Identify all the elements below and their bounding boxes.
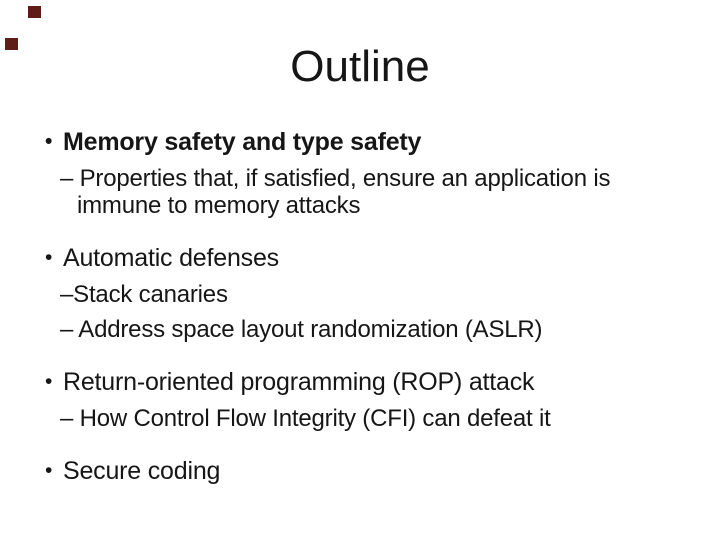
bullet-label: Secure coding: [63, 457, 221, 485]
sub-bullet-cfi: – How Control Flow Integrity (CFI) can d…: [43, 405, 694, 432]
bullet-group-automatic-defenses: • Automatic defenses –Stack canaries – A…: [43, 244, 694, 343]
bullet-label: Memory safety and type safety: [63, 128, 422, 156]
corner-accent-square-top: [28, 6, 41, 18]
bullet-icon: •: [45, 246, 53, 269]
sub-bullet-line: immune to memory attacks: [77, 192, 361, 219]
corner-accent-square-left: [5, 38, 18, 50]
sub-bullet-line: –Stack canaries: [60, 281, 228, 308]
sub-bullet-line: – How Control Flow Integrity (CFI) can d…: [60, 405, 551, 432]
slide-title: Outline: [290, 42, 430, 91]
bullet-icon: •: [45, 130, 53, 153]
sub-bullet-stack-canaries: –Stack canaries: [43, 281, 694, 308]
bullet-group-secure-coding: • Secure coding: [43, 457, 694, 485]
bullet-group-memory-safety: • Memory safety and type safety – Proper…: [43, 128, 694, 219]
bullet-group-rop-attack: • Return-oriented programming (ROP) atta…: [43, 368, 694, 432]
bullet-label: Return-oriented programming (ROP) attack: [63, 368, 535, 396]
sub-bullet-line: – Address space layout randomization (AS…: [60, 316, 543, 343]
bullet-item-secure-coding: • Secure coding: [43, 457, 694, 485]
outline-list: • Memory safety and type safety – Proper…: [43, 128, 694, 485]
sub-bullet-aslr: – Address space layout randomization (AS…: [43, 316, 694, 343]
bullet-icon: •: [45, 459, 53, 482]
bullet-item-rop-attack: • Return-oriented programming (ROP) atta…: [43, 368, 694, 396]
sub-bullet-properties: – Properties that, if satisfied, ensure …: [43, 165, 694, 219]
sub-bullet-line: – Properties that, if satisfied, ensure …: [60, 165, 611, 192]
bullet-item-automatic-defenses: • Automatic defenses: [43, 244, 694, 272]
bullet-item-memory-safety: • Memory safety and type safety: [43, 128, 694, 156]
bullet-label: Automatic defenses: [63, 244, 279, 272]
bullet-icon: •: [45, 370, 53, 393]
